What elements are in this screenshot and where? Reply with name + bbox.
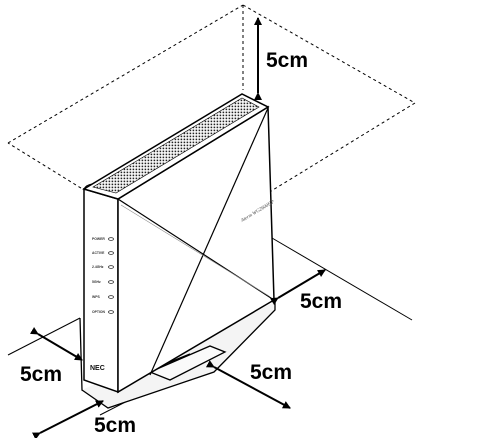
led-indicator: POWER xyxy=(92,237,114,241)
front-clearance-label: 5cm xyxy=(250,361,292,384)
left-clearance-arrow xyxy=(29,326,83,361)
right-clearance-label: 5cm xyxy=(300,290,342,313)
right-clearance-arrow xyxy=(269,269,326,306)
led-indicator: WPS xyxy=(92,295,114,299)
led-indicator: OPTION xyxy=(92,310,114,314)
dimension-arrows xyxy=(29,17,326,438)
led-label-wps: WPS xyxy=(92,295,100,299)
side-panel-thin-lines xyxy=(120,204,270,297)
led-indicator: 5GHz xyxy=(92,280,114,284)
top-clearance-plane xyxy=(7,4,416,249)
led-label-5ghz: 5GHz xyxy=(92,280,101,284)
led-indicator: ACTIVE xyxy=(92,251,114,255)
top-clearance-label: 5cm xyxy=(266,49,308,72)
led-label-power: POWER xyxy=(92,237,105,241)
led-label-active: ACTIVE xyxy=(92,251,105,255)
left-clearance-label: 5cm xyxy=(20,363,62,386)
back-clearance-label: 5cm xyxy=(94,414,136,437)
led-label-option: OPTION xyxy=(92,310,106,314)
back-clearance-arrow xyxy=(31,400,104,438)
front-clearance-arrow xyxy=(205,360,291,409)
led-indicator: 2.4GHz xyxy=(92,265,114,269)
router-body xyxy=(82,93,275,394)
brand-logo: NEC xyxy=(90,365,105,372)
led-label-2-4ghz: 2.4GHz xyxy=(92,265,104,269)
led-panel: POWER ACTIVE 2.4GHz 5GHz WPS OPTION xyxy=(92,237,114,314)
